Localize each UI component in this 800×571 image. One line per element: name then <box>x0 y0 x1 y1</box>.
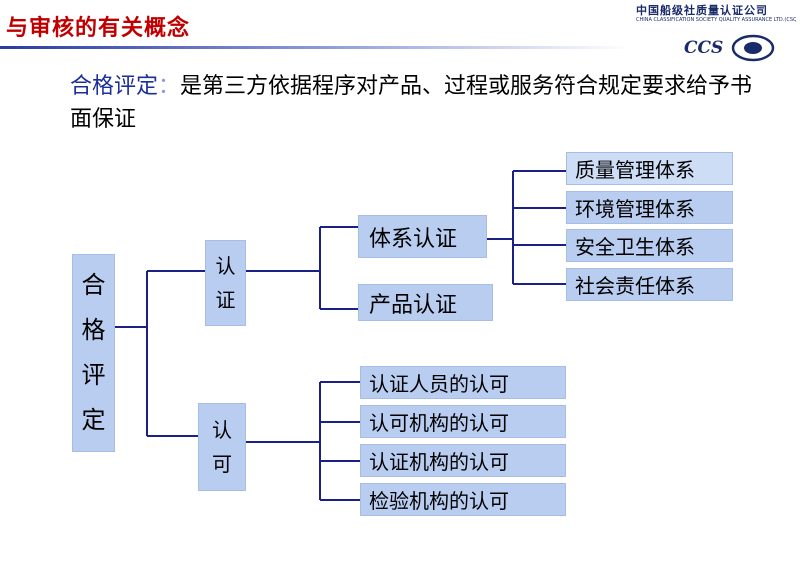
environmental-management-label: 环境管理体系 <box>575 197 695 221</box>
inspection-body-label: 检验机构的认可 <box>369 489 509 513</box>
root-char-1: 合 <box>81 271 106 299</box>
node-auditor-accreditation: 认证人员的认可 <box>360 366 566 399</box>
node-certification-body: 认证机构的认可 <box>360 444 566 477</box>
root-char-2: 格 <box>81 316 106 344</box>
node-accreditation: 认 可 <box>198 403 246 491</box>
node-quality-management: 质量管理体系 <box>566 152 733 185</box>
product-certification-label: 产品认证 <box>369 292 458 318</box>
root-char-4: 定 <box>81 406 106 434</box>
root-char-3: 评 <box>81 361 106 389</box>
certification-char-1: 认 <box>215 254 236 278</box>
node-social-responsibility: 社会责任体系 <box>566 268 733 301</box>
node-product-certification: 产品认证 <box>358 284 493 321</box>
quality-management-label: 质量管理体系 <box>575 158 695 182</box>
logo-chinese-name: 中国船级社质量认证公司 <box>636 4 768 17</box>
company-logo: 中国船级社质量认证公司 CHINA CLASSIFICATION SOCIETY… <box>636 2 796 62</box>
root-node-conformity-assessment: 合 格 评 定 <box>72 254 115 452</box>
page-title: 与审核的有关概念 <box>6 15 191 41</box>
accreditation-char-2: 可 <box>212 452 232 476</box>
header-bar <box>0 0 800 46</box>
definition-term: 合格评定 <box>70 74 159 99</box>
definition-body: 是第三方依据程序对产品、过程或服务符合规定要求给予书面保证 <box>70 74 753 132</box>
csqa-seal-icon <box>731 34 775 62</box>
node-system-certification: 体系认证 <box>358 215 487 258</box>
safety-health-label: 安全卫生体系 <box>575 235 695 259</box>
accreditation-body-label: 认可机构的认可 <box>369 411 509 435</box>
certification-char-2: 证 <box>215 288 236 312</box>
node-certification: 认 证 <box>205 240 246 326</box>
social-responsibility-label: 社会责任体系 <box>575 274 695 298</box>
node-safety-health: 安全卫生体系 <box>566 229 733 262</box>
accreditation-char-1: 认 <box>212 418 232 442</box>
definition-colon: ： <box>158 74 181 99</box>
logo-english-name: CHINA CLASSIFICATION SOCIETY QUALITY ASS… <box>636 17 796 23</box>
node-accreditation-body: 认可机构的认可 <box>360 405 566 438</box>
definition-text: 合格评定：是第三方依据程序对产品、过程或服务符合规定要求给予书面保证 <box>70 70 760 136</box>
header-divider <box>0 46 630 49</box>
auditor-accreditation-label: 认证人员的认可 <box>369 372 509 396</box>
certification-body-label: 认证机构的认可 <box>369 450 509 474</box>
system-certification-label: 体系认证 <box>369 226 458 252</box>
logo-ccs-text: CCS <box>684 38 724 58</box>
node-environmental-management: 环境管理体系 <box>566 191 733 224</box>
node-inspection-body: 检验机构的认可 <box>360 483 566 516</box>
